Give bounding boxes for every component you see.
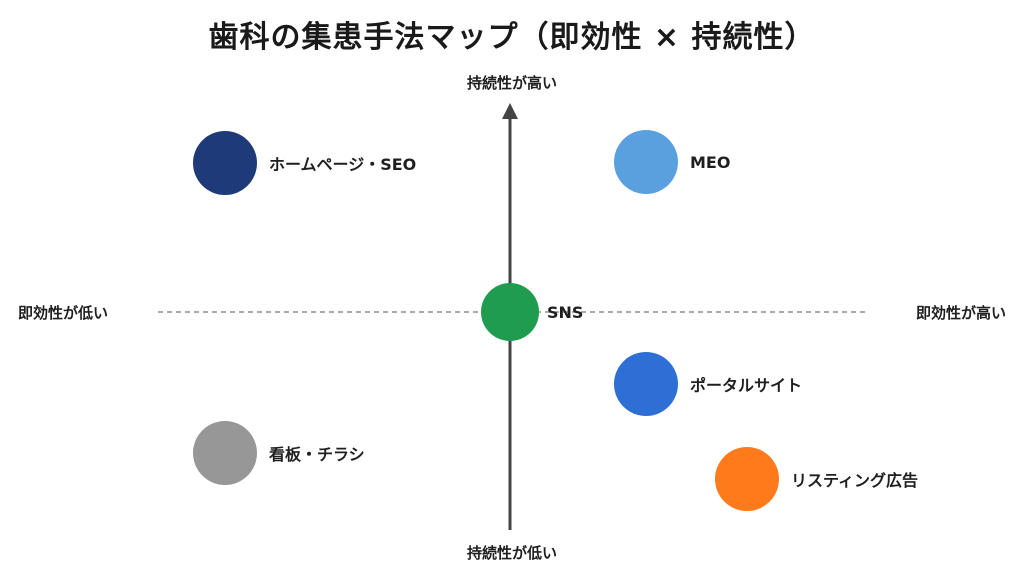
node-portal-site: ポータルサイト [614, 352, 802, 416]
axis-label-persistence-low: 持続性が低い [466, 544, 557, 562]
axis-label-immediacy-high: 即効性が高い [915, 304, 1006, 322]
node-signboard-flyer: 看板・チラシ [193, 421, 365, 485]
node-dot [193, 421, 257, 485]
page-title: 歯科の集患手法マップ（即効性 × 持続性） [208, 20, 816, 55]
up-arrow-icon [502, 103, 518, 119]
node-dot [614, 352, 678, 416]
node-label: SNS [547, 302, 584, 322]
node-dot [481, 283, 539, 341]
node-dot [614, 130, 678, 194]
node-label: ホームページ・SEO [269, 155, 417, 174]
node-homepage-seo: ホームページ・SEO [193, 131, 416, 195]
node-label: リスティング広告 [791, 471, 919, 490]
node-label: MEO [690, 152, 731, 172]
node-dot [193, 131, 257, 195]
node-meo: MEO [614, 130, 730, 194]
node-dot [715, 447, 779, 511]
node-label: ポータルサイト [690, 376, 803, 395]
node-sns: SNS [481, 283, 583, 341]
node-listing-ads: リスティング広告 [715, 447, 918, 511]
node-label: 看板・チラシ [269, 445, 365, 464]
axis-label-immediacy-low: 即効性が低い [18, 304, 109, 322]
axis-label-persistence-high: 持続性が高い [466, 74, 557, 92]
